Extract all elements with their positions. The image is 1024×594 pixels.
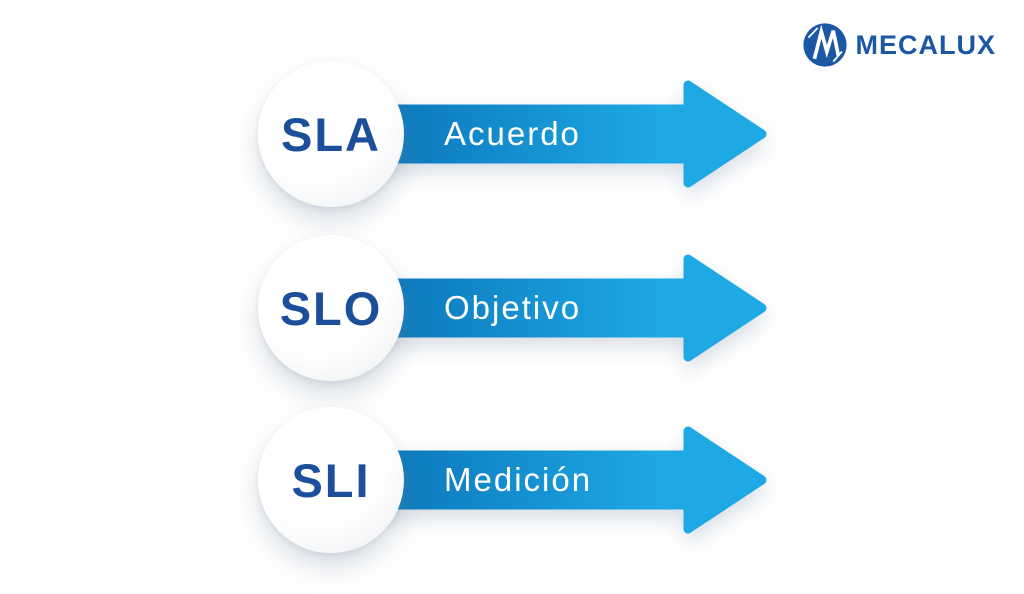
- row-slo: Objetivo SLO: [258, 233, 770, 383]
- term-abbr: SLI: [291, 453, 371, 507]
- brand-logo: MECALUX: [802, 22, 997, 68]
- term-abbr: SLO: [279, 281, 383, 335]
- mecalux-m-icon: [802, 23, 847, 67]
- term-circle: SLA: [258, 61, 404, 207]
- row-sla: Acuerdo SLA: [258, 59, 770, 209]
- arrow-label: Objetivo: [444, 289, 582, 326]
- term-circle: SLI: [258, 407, 404, 553]
- arrow-right-shape: [371, 426, 767, 534]
- row-sli: Medición SLI: [258, 405, 770, 555]
- term-abbr: SLA: [281, 107, 381, 161]
- brand-name: MECALUX: [855, 29, 996, 60]
- arrow-label: Acuerdo: [444, 115, 581, 152]
- arrow-label: Medición: [444, 461, 593, 498]
- term-circle: SLO: [258, 235, 404, 381]
- arrow-right-shape: [371, 80, 767, 188]
- arrow-right-shape: [371, 254, 767, 362]
